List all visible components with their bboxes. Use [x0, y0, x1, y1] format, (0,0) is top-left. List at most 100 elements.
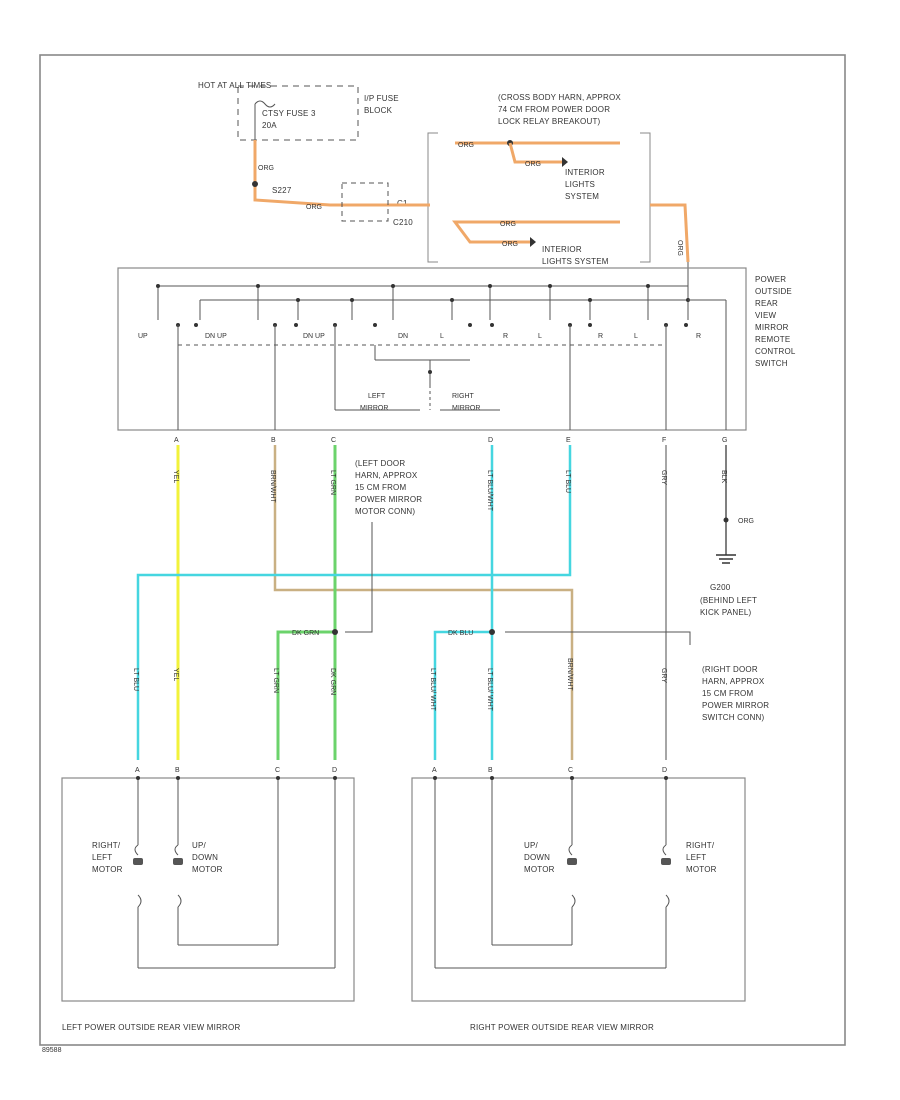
diagram-label: G — [722, 437, 727, 444]
diagram-label: LT BLU — [564, 470, 571, 493]
diagram-label: YEL — [172, 668, 179, 681]
ground-g200 — [716, 554, 736, 564]
diagram-label: MIRROR — [360, 405, 388, 412]
diagram-label: BLK — [720, 470, 727, 484]
diagram-label: UP/ — [192, 841, 207, 850]
diagram-label: A — [432, 767, 437, 774]
diagram-label: D — [662, 767, 667, 774]
left-mirror-assembly: A B C D RIGHT/ LEFT MOTOR UP/ DOWN MOTOR… — [61, 767, 355, 1032]
diagram-label: DN — [398, 333, 408, 340]
diagram-label: DN UP — [205, 333, 227, 340]
diagram-label: 15 CM FROM — [355, 483, 406, 492]
left-rl-motor-icon — [133, 858, 183, 865]
diagram-label: SWITCH CONN) — [702, 713, 765, 722]
diagram-label: 15 CM FROM — [702, 689, 753, 698]
diagram-label: GRY — [660, 668, 667, 683]
fuse-element — [254, 100, 276, 108]
diagram-label: MOTOR — [92, 865, 123, 874]
diagram-label: G200 — [710, 583, 731, 592]
diagram-label: R — [696, 333, 701, 340]
diagram-label: MIRROR — [755, 323, 789, 332]
outer-frame — [39, 54, 846, 1046]
diagram-label: L — [538, 333, 542, 340]
diagram-label: UP/ — [524, 841, 539, 850]
diagram-label: C — [275, 767, 280, 774]
switch-pins: A B C D E F G — [174, 437, 727, 444]
switch-outline — [117, 267, 747, 431]
diagram-label: DOWN — [524, 853, 550, 862]
diagram-label: DK BLU — [448, 630, 473, 637]
left-mirror-outline — [61, 777, 355, 1002]
cross-body-harness: (CROSS BODY HARN, APPROX 74 CM FROM POWE… — [395, 93, 690, 300]
diagram-label: REMOTE — [755, 335, 790, 344]
right-rl-motor-icon — [567, 858, 671, 865]
diagram-label: DK GRN — [329, 668, 336, 695]
diagram-label: LIGHTS — [565, 180, 595, 189]
diagram-label: S227 — [272, 186, 292, 195]
diagram-label: B — [271, 437, 276, 444]
diagram-label: LEFT — [686, 853, 706, 862]
diagram-label: HARN, APPROX — [355, 471, 418, 480]
diagram-label: R — [598, 333, 603, 340]
diagram-label: I/P FUSE — [364, 94, 399, 103]
diagram-label: YEL — [172, 470, 179, 483]
diagram-label: D — [488, 437, 493, 444]
diagram-label: B — [175, 767, 180, 774]
diagram-label: BLOCK — [364, 106, 393, 115]
diagram-label: ORG — [500, 221, 516, 228]
diagram-label: OUTSIDE — [755, 287, 792, 296]
diagram-label: (CROSS BODY HARN, APPROX — [498, 93, 621, 102]
diagram-label: HOT AT ALL TIMES — [198, 81, 271, 90]
diagram-label: (RIGHT DOOR — [702, 665, 758, 674]
fuse-block: HOT AT ALL TIMES CTSY FUSE 3 20A I/P FUS… — [198, 81, 399, 141]
diagram-label: ORG — [738, 518, 754, 525]
diagram-label: MOTOR — [686, 865, 717, 874]
diagram-label: DK GRN — [292, 630, 319, 637]
diagram-label: LT GRN — [329, 470, 336, 495]
diagram-label: ORG — [306, 204, 322, 211]
diagram-label: BRN/WHT — [566, 658, 573, 691]
diagram-label: LT BLU/WHT — [486, 470, 493, 512]
diagram-label: L — [440, 333, 444, 340]
diagram-label: CTSY FUSE 3 — [262, 109, 316, 118]
diagram-label: (LEFT DOOR — [355, 459, 405, 468]
diagram-label: E — [566, 437, 571, 444]
right-mirror-outline — [411, 777, 746, 1002]
diagram-label: LEFT — [368, 393, 386, 400]
diagram-label: CONTROL — [755, 347, 796, 356]
diagram-label: MOTOR — [524, 865, 555, 874]
diagram-label: HARN, APPROX — [702, 677, 765, 686]
diagram-label: D — [332, 767, 337, 774]
diagram-label: RIGHT/ — [92, 841, 121, 850]
diagram-label: R — [503, 333, 508, 340]
fuse-block-outline — [237, 85, 359, 141]
diagram-label: POWER — [755, 275, 786, 284]
diagram-label: LEFT — [92, 853, 112, 862]
diagram-label: MOTOR — [192, 865, 223, 874]
diagram-label: ORG — [458, 142, 474, 149]
diagram-label: MIRROR — [452, 405, 480, 412]
diagram-label: POWER MIRROR — [355, 495, 422, 504]
diagram-label: REAR — [755, 299, 778, 308]
diagram-label: F — [662, 437, 666, 444]
diagram-label: SYSTEM — [565, 192, 599, 201]
diagram-label: ORG — [525, 161, 541, 168]
mirror-connector-pins — [136, 776, 668, 780]
diagram-label: POWER MIRROR — [702, 701, 769, 710]
diagram-label: BRN/WHT — [269, 470, 276, 503]
diagram-label: B — [488, 767, 493, 774]
diagram-label: MOTOR CONN) — [355, 507, 415, 516]
diagram-label: LT BLU/ WHT — [429, 668, 436, 712]
diagram-label: LT GRN — [272, 668, 279, 693]
diagram-label: INTERIOR — [542, 245, 582, 254]
diagram-label: DN UP — [303, 333, 325, 340]
right-mirror-assembly: A B C D UP/ DOWN MOTOR RIGHT/ LEFT MOTOR… — [411, 767, 746, 1032]
diagram-label: LT BLU — [132, 668, 139, 691]
diagram-label: GRY — [660, 470, 667, 485]
orange-feed: ORG S227 ORG C1 C210 — [252, 140, 413, 227]
diagram-label: C — [568, 767, 573, 774]
diagram-label: C — [331, 437, 336, 444]
diagram-label: DOWN — [192, 853, 218, 862]
diagram-label: LT BLU/ WHT — [486, 668, 493, 712]
